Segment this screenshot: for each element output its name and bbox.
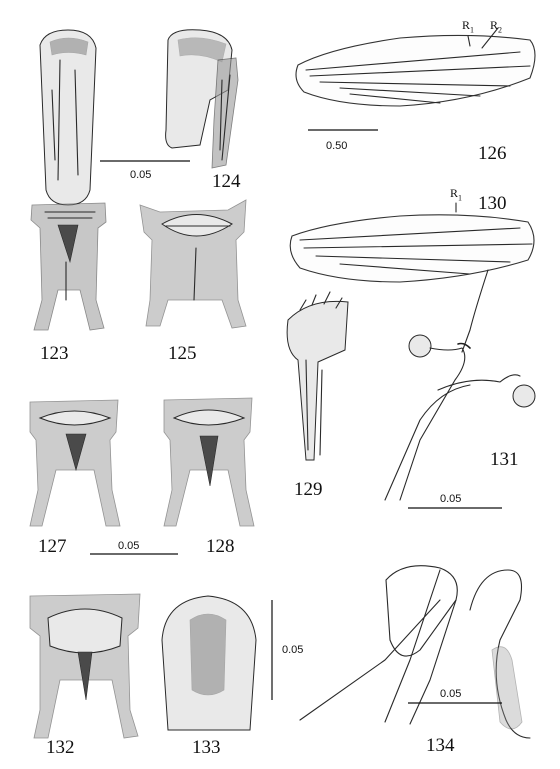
- scale-value-126: 0.50: [326, 140, 348, 152]
- figure-label-128: 128: [206, 536, 235, 557]
- figure-128-drawing: [163, 397, 255, 527]
- figure-127-drawing: [29, 399, 121, 527]
- figure-133-drawing: [161, 595, 257, 731]
- figure-label-131: 131: [490, 449, 519, 470]
- figure-124-drawing: [165, 29, 239, 169]
- figure-label-126: 126: [478, 143, 507, 164]
- figure-label-124: 124: [212, 171, 241, 192]
- scale-value-124: 0.05: [130, 169, 152, 181]
- figure-131-drawing: [384, 269, 536, 501]
- vein-label-r1-fig130: R1: [450, 186, 463, 203]
- figure-129-drawing: [286, 291, 349, 461]
- figure-126-wing: [295, 27, 536, 107]
- figure-label-134: 134: [426, 735, 455, 756]
- figure-134-drawing: [299, 565, 531, 739]
- scale-value-127: 0.05: [118, 540, 140, 552]
- figure-130-wing: [289, 202, 535, 283]
- figure-label-129: 129: [294, 479, 323, 500]
- figure-label-125: 125: [168, 343, 197, 364]
- figure-125-drawing: [139, 199, 247, 329]
- figure-132-drawing: [29, 593, 141, 739]
- scale-value-131: 0.05: [440, 493, 462, 505]
- vein-label-r1-fig126: R1: [462, 18, 475, 35]
- figure-label-133: 133: [192, 737, 221, 758]
- scale-value-133: 0.05: [282, 644, 304, 656]
- figure-123-drawing: [30, 29, 107, 331]
- figure-label-127: 127: [38, 536, 67, 557]
- vein-label-r2-fig126: R2: [490, 18, 503, 35]
- scale-value-134: 0.05: [440, 688, 462, 700]
- figure-label-132: 132: [46, 737, 75, 758]
- figure-label-123: 123: [40, 343, 69, 364]
- figure-label-130: 130: [478, 193, 507, 214]
